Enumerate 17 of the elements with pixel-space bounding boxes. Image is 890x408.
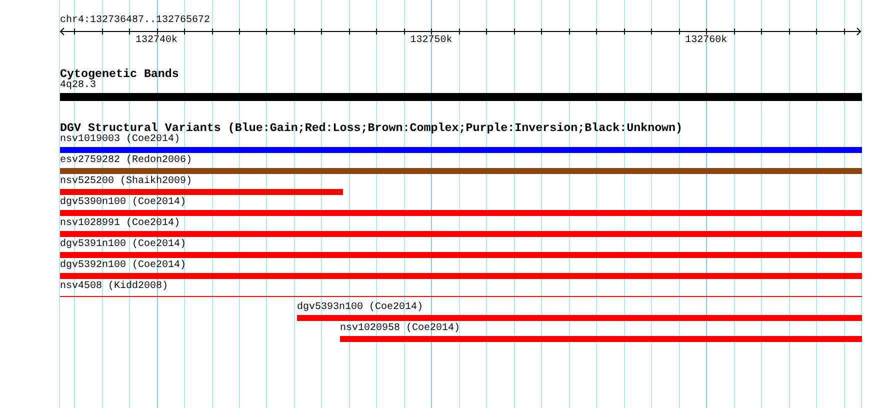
variant-label: dgv5390n100 (Coe2014) xyxy=(60,197,186,209)
variant-label: dgv5393n100 (Coe2014) xyxy=(297,302,424,314)
band-label: 4q28.3 xyxy=(60,80,96,92)
variant-label: nsv525200 (Shaikh2009) xyxy=(60,176,192,188)
tick-label: 132760k xyxy=(685,34,728,46)
region-label: chr4:132736487..132765672 xyxy=(60,15,210,27)
variant-label: nsv1020958 (Coe2014) xyxy=(340,323,460,335)
variant-label: nsv1019003 (Coe2014) xyxy=(60,134,180,146)
tick-label: 132750k xyxy=(410,34,452,46)
tick-label: 132740k xyxy=(135,34,178,46)
track-title: Cytogenetic Bands xyxy=(60,68,179,80)
variant-label: dgv5392n100 (Coe2014) xyxy=(60,260,186,272)
variant-label: nsv4508 (Kidd2008) xyxy=(60,281,168,293)
track-title: DGV Structural Variants (Blue:Gain;Red:Loss;Brown:Complex;Purple:Inversion;Black:Unknown) xyxy=(60,122,683,135)
variant-label: esv2759282 (Redon2006) xyxy=(60,155,192,167)
variant-label: dgv5391n100 (Coe2014) xyxy=(60,239,186,251)
variant-label: nsv1028991 (Coe2014) xyxy=(60,218,180,230)
